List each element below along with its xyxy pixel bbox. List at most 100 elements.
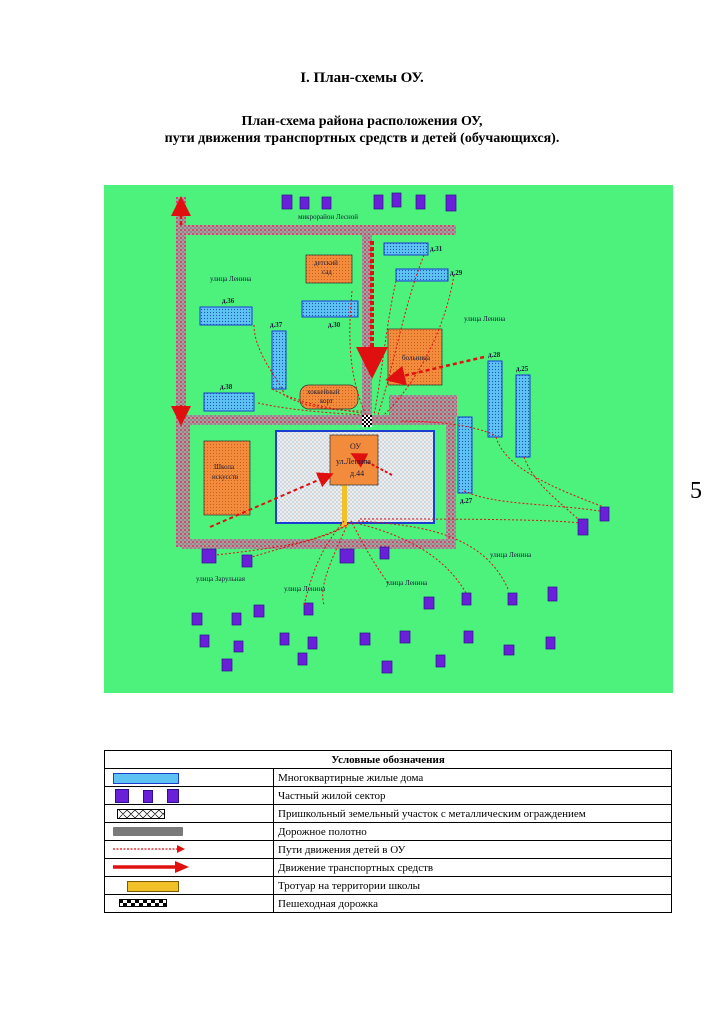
house-37 [271,330,287,390]
legend-symbol-cell [104,876,274,895]
area-map: микрорайон Лесной улица Ленина улица Лен… [104,185,673,693]
page-number: 5 [690,478,702,504]
house-28 [487,360,503,438]
crosswalk [362,415,372,427]
children-routes [215,254,605,606]
private-house [339,548,355,564]
private-houses [191,192,610,674]
sidewalk-icon [127,881,179,892]
private-house [461,592,472,606]
road-icon [113,827,183,836]
legend-label: Движение транспортных средств [273,858,672,877]
legend-row: Тротуар на территории школы [104,876,672,895]
private-house [599,506,610,522]
roads [176,197,457,549]
school-sidewalk [342,485,347,527]
label-street-lenina-se: улица Ленина [490,551,532,559]
legend-label: Пешеходная дорожка [273,894,672,913]
road-west [176,197,186,547]
private-house [359,632,371,646]
apartment-building-icon [113,773,179,784]
private-house [231,612,242,626]
label-street-lenina-ne: улица Ленина [464,315,506,323]
private-house [507,592,518,606]
label-street-zarulnaya: улица Зарульная [196,575,246,583]
label-microdistrict: микрорайон Лесной [298,213,358,221]
legend-label: Пути движения детей в ОУ [273,840,672,859]
road-middle [186,415,456,425]
legend-symbol-cell [104,822,274,841]
legend-label: Тротуар на территории школы [273,876,672,895]
road-west-lower [182,425,190,547]
private-house [281,194,293,210]
private-house [379,546,390,560]
crosswalk-icon [119,899,167,907]
house-25 [515,374,531,458]
legend-label: Многоквартирные жилые дома [273,768,672,787]
label-hockey-2: корт [320,397,333,405]
road-south [182,539,452,549]
label-h27: д.27 [460,497,473,505]
legend-row: Пришкольный земельный участок с металлич… [104,804,672,823]
label-h30: д.30 [328,321,341,329]
page-title: I. План-схемы ОУ. [300,70,424,86]
label-h36: д.36 [222,297,235,305]
private-house [545,636,556,650]
label-kindergarten-1: детский [314,259,338,267]
school-plot-icon [117,809,165,819]
legend-row: Пешеходная дорожка [104,894,672,913]
art-school [203,440,251,516]
label-h38: д.38 [220,383,233,391]
private-house-icon [143,790,153,803]
subtitle-line-1: План-схема района расположения ОУ, [241,114,483,129]
legend-label: Пришкольный земельный участок с металлич… [273,804,672,823]
private-house [297,652,308,666]
legend-row: Многоквартирные жилые дома [104,768,672,787]
label-hockey-1: хоккейный [307,388,340,396]
label-school-1: ОУ [350,442,361,451]
kindergarten [305,254,353,284]
house-27 [457,416,473,494]
private-house [299,196,310,210]
label-h29: д.29 [450,269,463,277]
legend-label: Частный жилой сектор [273,786,672,805]
private-house [279,632,290,646]
house-36 [199,306,253,326]
label-art-school-2: искусств [212,473,239,481]
label-h31: д.31 [430,245,443,253]
page-subtitle: План-схема района расположения ОУ, пути … [0,113,724,147]
label-h28: д.28 [488,351,501,359]
legend-table: Условные обозначения Многоквартирные жил… [104,750,672,913]
private-house [253,604,265,618]
legend-symbol-cell [104,894,274,913]
traffic-arrow-icon [113,861,189,873]
label-h37: д.37 [270,321,283,329]
legend-label: Дорожное полотно [273,822,672,841]
private-house [201,548,217,564]
legend-symbol-cell [104,804,274,823]
house-29 [395,268,449,282]
private-house [391,192,402,208]
road-east [446,425,456,549]
label-art-school-1: Школа [214,463,235,471]
private-house [191,612,203,626]
road-center [362,235,372,415]
label-school-3: д.44 [350,469,364,478]
private-house [577,518,589,536]
house-38 [203,392,255,412]
private-house [445,194,457,212]
legend-title: Условные обозначения [104,750,672,769]
private-house [321,196,332,210]
house-31 [383,242,429,256]
private-house [463,630,474,644]
private-house [435,654,446,668]
children-route-icon [113,845,185,853]
label-street-lenina-s2: улица Ленина [386,579,428,587]
legend-symbol-cell [104,840,274,859]
private-house [381,660,393,674]
label-street-lenina-nw: улица Ленина [210,275,252,283]
label-school-2: ул.Ленина [336,457,371,466]
private-house [303,602,314,616]
legend-row: Пути движения детей в ОУ [104,840,672,859]
label-hospital: больница [402,354,431,362]
